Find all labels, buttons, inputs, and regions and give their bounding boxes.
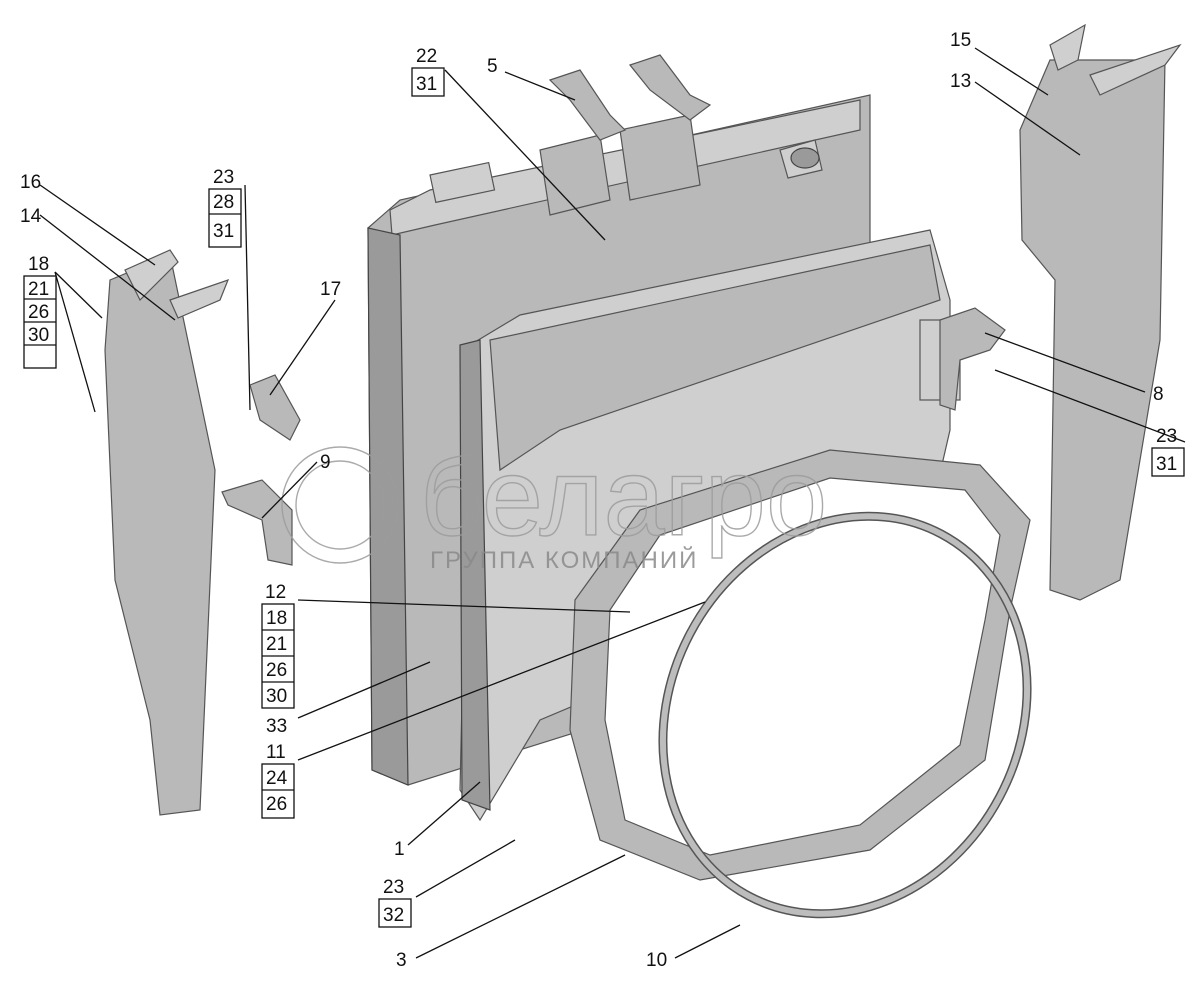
callout-23-group-d: 23 (1156, 426, 1177, 447)
bracket-9 (221, 479, 293, 566)
callout-30-group-a: 30 (28, 325, 49, 346)
callout-31-group-b: 31 (213, 221, 234, 242)
bracket-17 (249, 374, 301, 441)
callout-18-group-a: 18 (28, 254, 49, 275)
callout-15: 15 (950, 30, 971, 51)
callout-14: 14 (20, 206, 42, 227)
leader-lines (39, 47, 1186, 959)
bracket-5 (548, 54, 712, 141)
callout-18-group-e: 18 (266, 608, 287, 629)
callout-11: 11 (266, 742, 286, 763)
watermark-brand: белагро (420, 436, 827, 559)
watermark-subtitle: ГРУППА КОМПАНИЙ (430, 546, 698, 574)
watermark: белагро ГРУППА КОМПАНИЙ (281, 435, 828, 574)
callout-24: 24 (266, 768, 288, 789)
callout-16: 16 (20, 172, 41, 193)
callout-17: 17 (320, 279, 341, 300)
shroud-ring (569, 449, 1031, 881)
callout-33: 33 (266, 716, 287, 737)
callout-3: 3 (396, 950, 407, 971)
callout-10: 10 (646, 950, 667, 971)
right-side-panel (1019, 23, 1182, 601)
callouts: 16 14 18 21 26 30 23 28 31 17 9 22 31 5 … (20, 30, 1185, 971)
callout-26-group-f: 26 (266, 794, 287, 815)
callout-30-group-e: 30 (266, 686, 287, 707)
callout-26-group-e: 26 (266, 660, 287, 681)
callout-31-group-d: 31 (1156, 454, 1177, 475)
left-side-panel (104, 249, 230, 816)
callout-23-group-b: 23 (213, 167, 234, 188)
callout-1: 1 (394, 839, 405, 860)
callout-13: 13 (950, 71, 971, 92)
callout-9: 9 (320, 452, 331, 473)
bracket-8 (939, 307, 1006, 411)
callout-8: 8 (1153, 384, 1164, 405)
callout-23-group-g: 23 (383, 877, 404, 898)
callout-22: 22 (416, 46, 437, 67)
ring-band (658, 511, 1032, 919)
callout-32: 32 (383, 905, 404, 926)
callout-21-group-e: 21 (266, 634, 287, 655)
callout-21-group-a: 21 (28, 279, 49, 300)
callout-28-group-b: 28 (213, 192, 234, 213)
callout-31-group-c: 31 (416, 74, 437, 95)
callout-12: 12 (265, 582, 286, 603)
callout-26-group-a: 26 (28, 302, 49, 323)
callout-5: 5 (487, 56, 498, 77)
